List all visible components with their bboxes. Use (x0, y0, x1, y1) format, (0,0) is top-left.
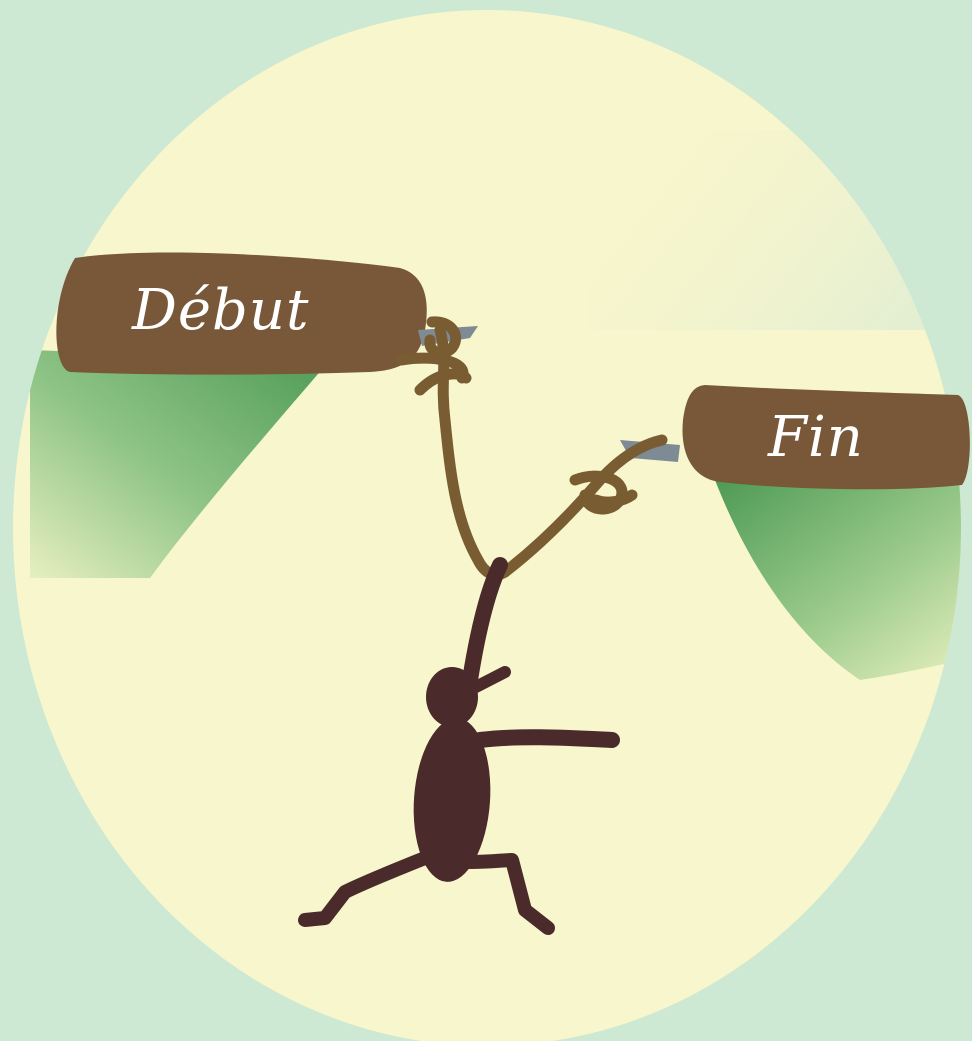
start-label: Début (132, 278, 309, 343)
sky-band (590, 130, 972, 330)
end-label: Fin (768, 405, 864, 470)
